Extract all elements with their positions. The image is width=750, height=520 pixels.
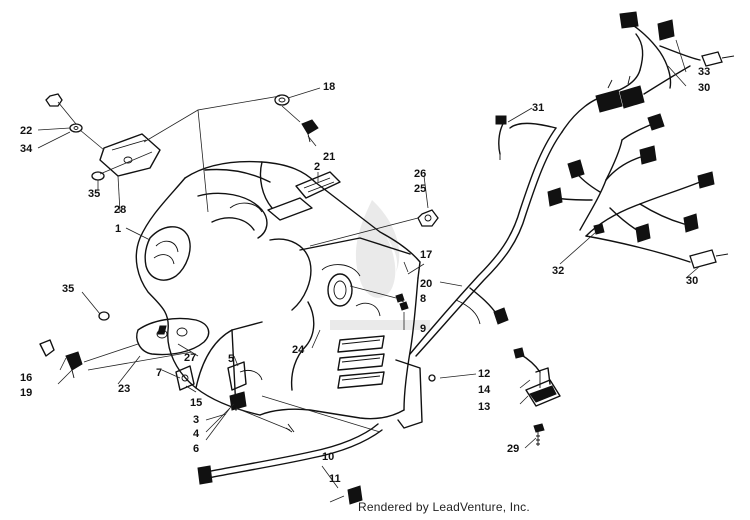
callout-5: 5 <box>228 353 234 365</box>
watermark-flame <box>330 200 430 330</box>
callout-29: 29 <box>507 443 519 455</box>
callout-24: 24 <box>292 344 305 356</box>
callout-21: 21 <box>323 151 335 163</box>
callout-16: 16 <box>20 372 32 384</box>
callout-10: 10 <box>322 451 334 463</box>
callout-3: 3 <box>193 414 199 426</box>
callout-30-bottom: 30 <box>686 275 698 287</box>
dimmer-switch <box>227 361 295 433</box>
key-switch <box>39 339 193 379</box>
callout-35-top: 35 <box>88 188 100 200</box>
ground-cable <box>197 395 383 505</box>
callout-11: 11 <box>329 473 341 485</box>
callout-22: 22 <box>20 125 32 137</box>
callout-13: 13 <box>478 401 490 413</box>
callout-30-top: 30 <box>698 82 710 94</box>
callout-6: 6 <box>193 443 199 455</box>
callout-14: 14 <box>478 384 491 396</box>
callout-23: 23 <box>118 383 130 395</box>
callout-34: 34 <box>20 143 33 155</box>
wiring-harness <box>409 11 735 373</box>
callout-31: 31 <box>532 102 544 114</box>
callout-15: 15 <box>190 397 202 409</box>
vent-slots <box>337 335 385 389</box>
callout-8: 8 <box>420 293 426 305</box>
instrument-pod <box>295 171 341 199</box>
callout-20: 20 <box>420 278 432 290</box>
nut-12 <box>428 374 436 382</box>
callout-leaders <box>37 39 701 489</box>
callout-2: 2 <box>314 161 320 173</box>
callout-18: 18 <box>323 81 335 93</box>
mounting-hardware-top <box>143 94 319 213</box>
callout-28: 28 <box>114 204 126 216</box>
relay-13 <box>525 367 561 446</box>
callout-12: 12 <box>478 368 490 380</box>
callout-7: 7 <box>156 367 162 379</box>
callout-17: 17 <box>420 249 432 261</box>
callout-25: 25 <box>414 183 426 195</box>
nut-25 <box>309 209 439 247</box>
callout-1: 1 <box>115 223 121 235</box>
callout-35-left: 35 <box>62 283 74 295</box>
callout-9: 9 <box>420 323 426 335</box>
callout-27: 27 <box>184 352 196 364</box>
callout-32: 32 <box>552 265 564 277</box>
console-housing <box>135 160 423 429</box>
callout-4: 4 <box>193 428 200 440</box>
mounting-hardware-topleft <box>45 93 161 181</box>
switch-bracket <box>136 317 210 356</box>
callout-19: 19 <box>20 387 32 399</box>
credit-text: Rendered by LeadVenture, Inc. <box>358 500 530 514</box>
mount-plate <box>175 365 195 391</box>
callout-33: 33 <box>698 66 710 78</box>
callout-labels: 1 2 3 4 5 6 7 8 9 10 11 12 13 14 15 16 1… <box>20 66 710 485</box>
callout-26: 26 <box>414 168 426 180</box>
